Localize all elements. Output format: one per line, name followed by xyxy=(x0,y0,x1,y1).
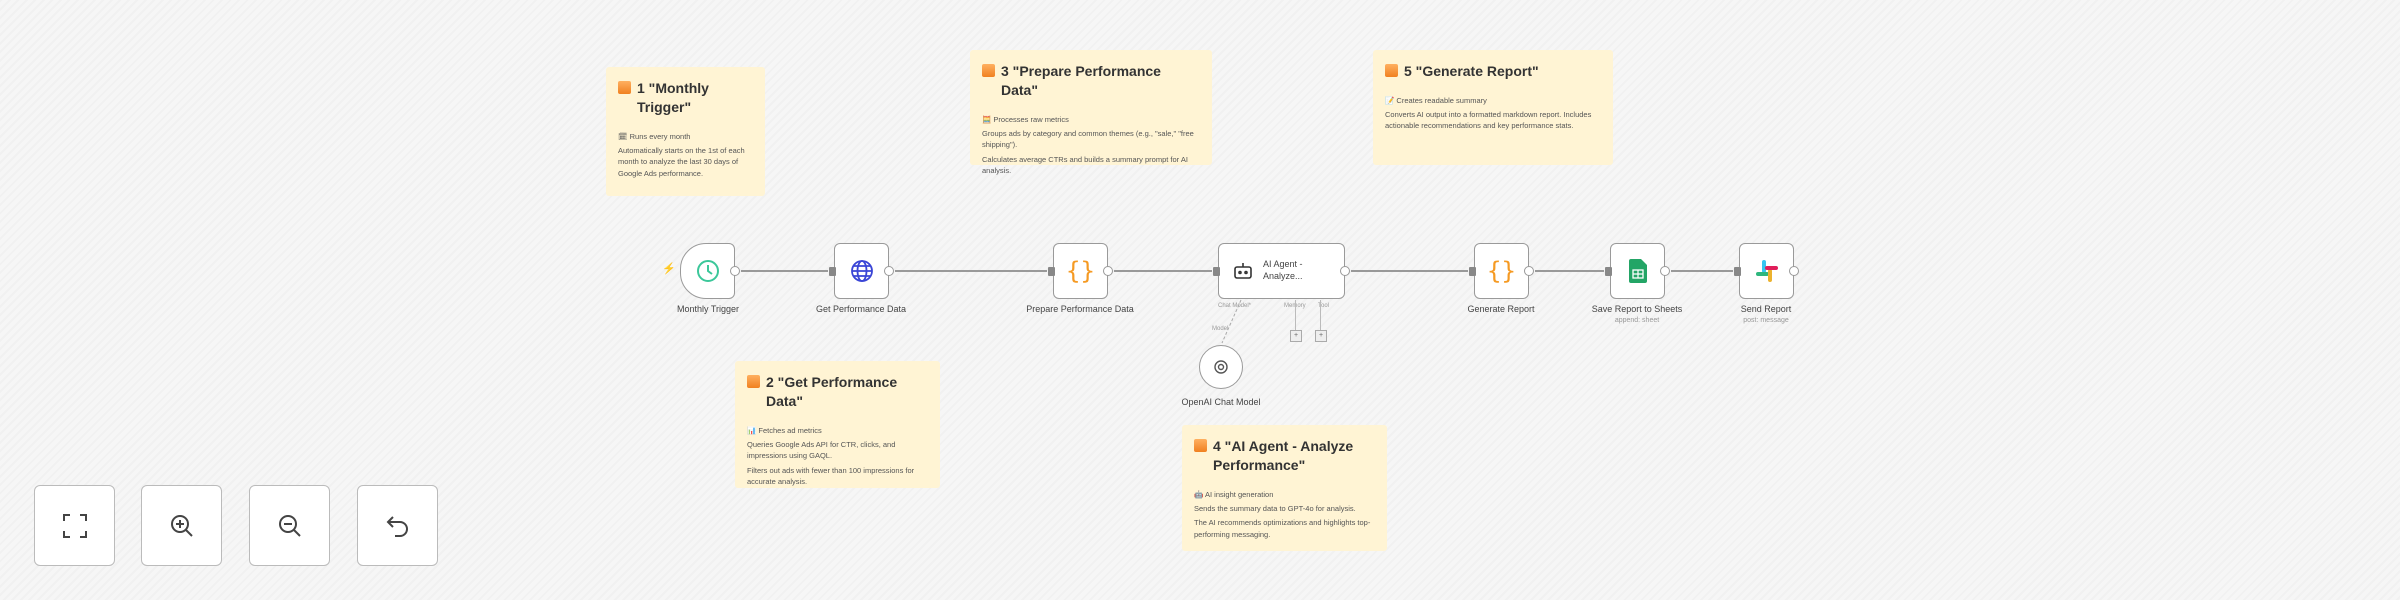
globe-icon xyxy=(850,260,873,282)
node-label: Save Report to Sheets append: sheet xyxy=(1577,304,1697,325)
sticky-line: Calculates average CTRs and builds a sum… xyxy=(982,154,1188,175)
google-sheets-icon xyxy=(1628,259,1647,283)
node-subtitle: append: sheet xyxy=(1614,316,1660,324)
node-label: Monthly Trigger xyxy=(676,304,740,314)
port-label-tool: Tool xyxy=(1318,303,1330,309)
node-title: AI Agent - Analyze... xyxy=(1263,259,1303,281)
output-port[interactable] xyxy=(1103,266,1113,276)
sticky-title: 2 "Get Performance Data" xyxy=(747,373,928,411)
sticky-line: 📊 Fetches ad metrics xyxy=(747,425,822,435)
connection[interactable] xyxy=(1351,270,1468,272)
node-monthly-trigger[interactable] xyxy=(680,243,740,299)
sticky-title: 3 "Prepare Performance Data" xyxy=(982,62,1200,100)
node-label-text: Save Report to Sheets xyxy=(1591,304,1683,314)
node-ai-agent[interactable]: AI Agent - Analyze... xyxy=(1213,243,1350,299)
connection[interactable] xyxy=(741,270,828,272)
output-port[interactable] xyxy=(884,266,894,276)
zoom-out-button[interactable] xyxy=(249,485,330,566)
sticky-line: Groups ads by category and common themes… xyxy=(982,129,1194,150)
node-generate-report[interactable]: {} xyxy=(1469,243,1534,299)
fit-view-button[interactable] xyxy=(34,485,115,566)
undo-icon xyxy=(386,515,408,537)
zoom-in-button[interactable] xyxy=(141,485,222,566)
trigger-bolt-icon: ⚡ xyxy=(662,263,676,275)
add-tool-button[interactable]: + xyxy=(1315,330,1327,342)
model-edge-label: Model xyxy=(1212,326,1229,332)
sticky-line: Converts AI output into a formatted mark… xyxy=(1385,110,1592,131)
orange-square-icon xyxy=(747,375,760,388)
code-braces-icon: {} xyxy=(1487,257,1516,285)
port-label-memory: Memory xyxy=(1284,303,1306,309)
tool-connector[interactable] xyxy=(1320,300,1321,333)
sticky-line: 📝 Creates readable summary xyxy=(1385,95,1487,105)
sticky-line: Sends the summary data to GPT-4o for ana… xyxy=(1194,504,1356,514)
output-port[interactable] xyxy=(1340,266,1350,276)
output-port[interactable] xyxy=(1524,266,1534,276)
zoom-in-icon xyxy=(170,514,193,537)
undo-button[interactable] xyxy=(357,485,438,566)
input-port[interactable] xyxy=(1734,267,1741,276)
node-openai-chat-model[interactable] xyxy=(1199,345,1243,389)
node-get-performance-data[interactable] xyxy=(829,243,894,299)
connection[interactable] xyxy=(1114,270,1212,272)
sticky-line: 🤖 AI insight generation xyxy=(1194,489,1274,499)
input-port[interactable] xyxy=(1213,267,1220,276)
robot-icon xyxy=(1234,263,1252,279)
sticky-note-2[interactable]: 2 "Get Performance Data" 📊 Fetches ad me… xyxy=(735,361,940,488)
sticky-line: 🗓 Runs every month xyxy=(618,131,691,141)
sticky-note-3[interactable]: 3 "Prepare Performance Data" 🧮 Processes… xyxy=(970,50,1212,175)
input-port[interactable] xyxy=(1048,267,1055,276)
orange-square-icon xyxy=(1194,439,1207,452)
node-prepare-performance-data[interactable]: {} xyxy=(1048,243,1113,299)
slack-icon xyxy=(1755,260,1778,282)
sticky-note-5[interactable]: 5 "Generate Report" 📝 Creates readable s… xyxy=(1373,50,1613,165)
node-label: Send Report post: message xyxy=(1706,304,1826,325)
output-port[interactable] xyxy=(730,266,740,276)
input-port[interactable] xyxy=(1605,267,1612,276)
node-label: OpenAI Chat Model xyxy=(1181,397,1261,407)
node-send-report[interactable] xyxy=(1734,243,1799,299)
output-port[interactable] xyxy=(1660,266,1670,276)
orange-square-icon xyxy=(1385,64,1398,77)
node-label: Prepare Performance Data xyxy=(1026,304,1134,314)
clock-icon xyxy=(696,260,719,282)
input-port[interactable] xyxy=(829,267,836,276)
sticky-line: 🧮 Processes raw metrics xyxy=(982,114,1069,124)
sticky-title: 4 "AI Agent - Analyze Performance" xyxy=(1194,437,1375,475)
sticky-title: 1 "Monthly Trigger" xyxy=(618,79,753,117)
code-braces-icon: {} xyxy=(1066,257,1095,285)
node-label: Generate Report xyxy=(1467,304,1535,314)
sticky-line: Automatically starts on the 1st of each … xyxy=(618,146,745,178)
fit-view-icon xyxy=(62,513,87,538)
sticky-note-4[interactable]: 4 "AI Agent - Analyze Performance" 🤖 AI … xyxy=(1182,425,1387,551)
node-save-report-to-sheets[interactable] xyxy=(1605,243,1670,299)
openai-icon xyxy=(1214,360,1228,374)
node-subtitle: post: message xyxy=(1743,316,1789,324)
sticky-line: Queries Google Ads API for CTR, clicks, … xyxy=(747,440,896,461)
port-label-chat-model: Chat Model* xyxy=(1218,303,1252,309)
sticky-line: The AI recommends optimizations and high… xyxy=(1194,518,1371,539)
zoom-out-icon xyxy=(278,514,301,537)
memory-connector[interactable] xyxy=(1295,300,1296,333)
connection[interactable] xyxy=(1671,270,1733,272)
orange-square-icon xyxy=(982,64,995,77)
model-connection[interactable] xyxy=(1200,298,1250,348)
input-port[interactable] xyxy=(1469,267,1476,276)
node-label: Get Performance Data xyxy=(815,304,907,314)
node-label-text: Send Report xyxy=(1740,304,1792,314)
orange-square-icon xyxy=(618,81,631,94)
add-memory-button[interactable]: + xyxy=(1290,330,1302,342)
sticky-line: Filters out ads with fewer than 100 impr… xyxy=(747,465,915,486)
connection[interactable] xyxy=(1535,270,1604,272)
sticky-title: 5 "Generate Report" xyxy=(1385,62,1601,81)
output-port[interactable] xyxy=(1789,266,1799,276)
connection[interactable] xyxy=(895,270,1047,272)
